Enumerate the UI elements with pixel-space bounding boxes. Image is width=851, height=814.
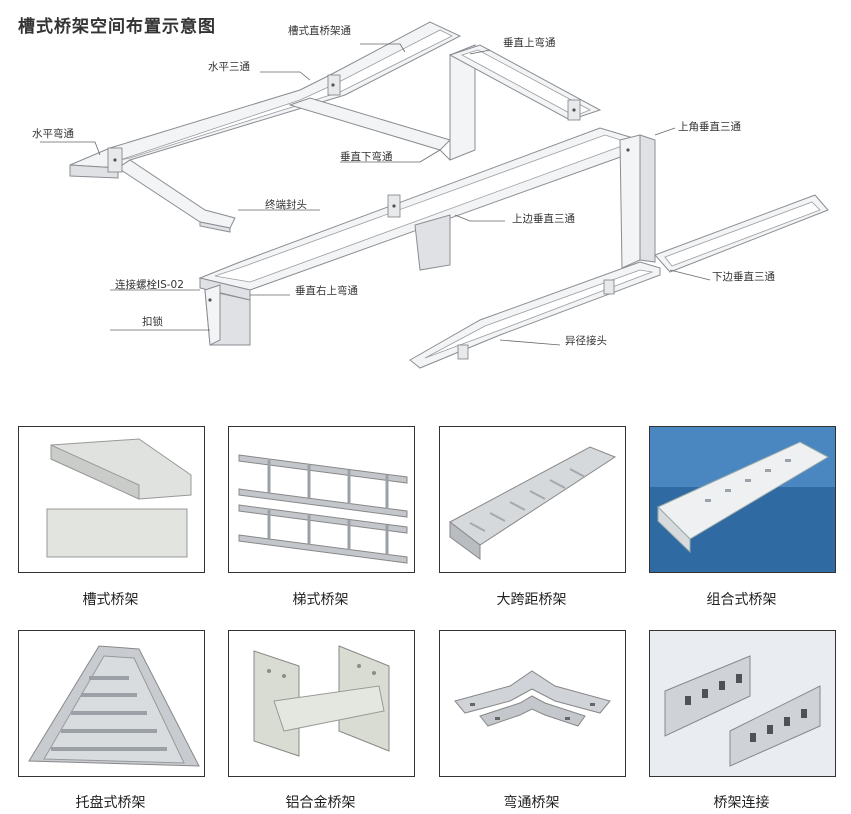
product-image-combined-tray — [649, 426, 836, 573]
product-image-perforated-tray — [18, 630, 205, 777]
caption-long-span-tray: 大跨距桥架 — [496, 592, 567, 608]
vertical-down-bend-column — [439, 44, 602, 161]
perforated-tray-icon — [28, 645, 200, 767]
lower-tray-run — [409, 261, 661, 369]
aluminum-tray-icon — [253, 645, 390, 757]
part-labels: 槽式直桥架通 垂直上弯通 水平三通 水平弯通 上角垂直三通 垂直下弯通 终端封头… — [32, 24, 775, 347]
label-buckle: 扣锁 — [142, 315, 163, 328]
label-bolt: 连接螺栓IS-02 — [115, 278, 184, 291]
bend-tray-icon — [454, 670, 611, 727]
long-span-tray-icon — [449, 446, 617, 560]
right-vertical-column — [619, 134, 656, 269]
product-image-aluminum-tray — [228, 630, 415, 777]
caption-aluminum-tray: 铝合金桥架 — [285, 795, 356, 811]
caption-perforated-tray: 托盘式桥架 — [75, 795, 146, 811]
product-image-trough-tray — [18, 426, 205, 573]
main-tray-run — [198, 127, 641, 301]
product-image-long-span-tray — [439, 426, 626, 573]
joint-plates — [107, 74, 630, 360]
ladder-tray-icon — [238, 454, 408, 564]
caption-trough-tray: 槽式桥架 — [82, 592, 139, 608]
upper-left-tray-loop — [69, 21, 462, 233]
caption-bend-tray: 弯通桥架 — [503, 795, 560, 811]
product-image-tray-connector — [649, 630, 836, 777]
product-image-bend-tray — [439, 630, 626, 777]
label-horizontal-tee: 水平三通 — [208, 61, 250, 73]
label-lower-side-vertical-tee: 下边垂直三通 — [712, 270, 775, 283]
upper-side-tee-drop — [414, 214, 451, 271]
leader-lines — [40, 43, 711, 346]
label-vertical-up-bend: 垂直上弯通 — [503, 36, 556, 49]
label-reducer: 异径接头 — [565, 334, 607, 347]
right-branch-tray — [654, 194, 829, 273]
label-end-cap: 终端封头 — [265, 198, 307, 211]
caption-combined-tray: 组合式桥架 — [706, 592, 777, 608]
label-vertical-right-up-bend: 垂直右上弯通 — [295, 284, 358, 297]
label-straight: 槽式直桥架通 — [288, 24, 351, 37]
product-image-ladder-tray — [228, 426, 415, 573]
trough-tray-icon — [46, 438, 192, 558]
caption-ladder-tray: 梯式桥架 — [292, 592, 349, 608]
page-title: 槽式桥架空间布置示意图 — [18, 17, 216, 37]
label-horizontal-bend: 水平弯通 — [32, 127, 74, 140]
cable-tray-layout-diagram: 槽式直桥架通 垂直上弯通 水平三通 水平弯通 上角垂直三通 垂直下弯通 终端封头… — [32, 21, 829, 369]
label-vertical-down-bend: 垂直下弯通 — [340, 150, 393, 163]
label-corner-vertical-tee: 上角垂直三通 — [678, 120, 741, 133]
label-upper-side-vertical-tee: 上边垂直三通 — [512, 212, 575, 225]
combined-tray-icon — [650, 427, 835, 572]
caption-tray-connector: 桥架连接 — [713, 795, 770, 811]
tray-connector-icon — [650, 631, 835, 776]
